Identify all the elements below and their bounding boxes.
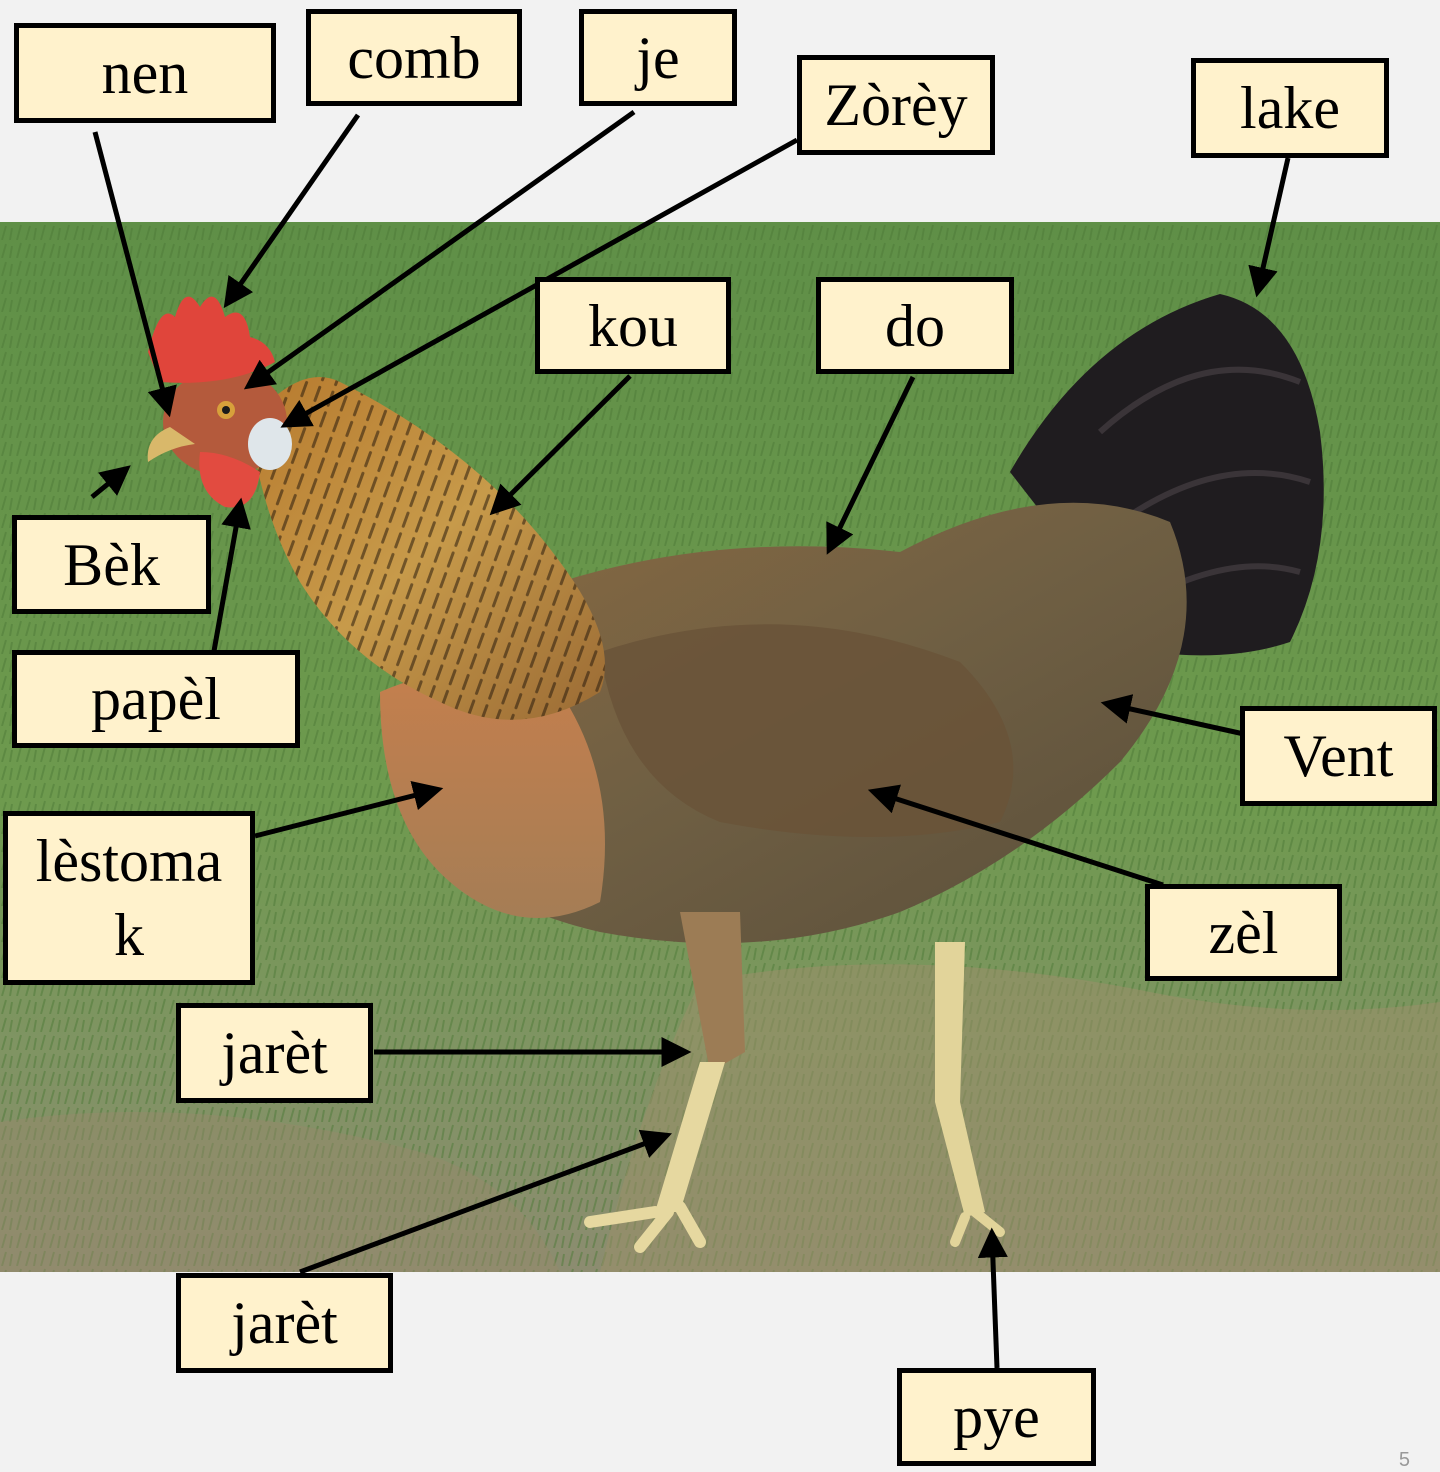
label-je: je [579, 9, 737, 106]
label-nen: nen [14, 23, 276, 123]
arrow-zel [875, 792, 1163, 885]
label-jaret-2: jarèt [176, 1273, 393, 1373]
arrow-do [830, 377, 913, 548]
arrow-comb [228, 115, 358, 302]
arrow-vent [1108, 704, 1262, 738]
label-do: do [816, 277, 1014, 374]
label-pye: pye [897, 1368, 1096, 1466]
page-number: 5 [1399, 1449, 1410, 1472]
label-bek: Bèk [12, 515, 211, 614]
label-jaret-1: jarèt [176, 1003, 373, 1103]
arrow-lake [1258, 158, 1288, 290]
label-vent: Vent [1240, 706, 1437, 806]
arrow-papel [214, 505, 240, 651]
arrow-jaret-2 [300, 1136, 665, 1272]
label-kou: kou [535, 277, 731, 374]
arrow-lestomak [255, 790, 436, 836]
arrow-nen [95, 132, 168, 410]
label-zel: zèl [1145, 884, 1342, 981]
label-comb: comb [306, 9, 522, 106]
arrow-bek [92, 470, 125, 497]
label-lake: lake [1191, 58, 1389, 158]
arrow-pye [992, 1235, 997, 1368]
label-zorey: Zòrèy [797, 55, 995, 155]
label-papel: papèl [12, 650, 300, 748]
label-lestomak: lèstoma k [3, 811, 255, 985]
arrow-kou [495, 376, 630, 510]
